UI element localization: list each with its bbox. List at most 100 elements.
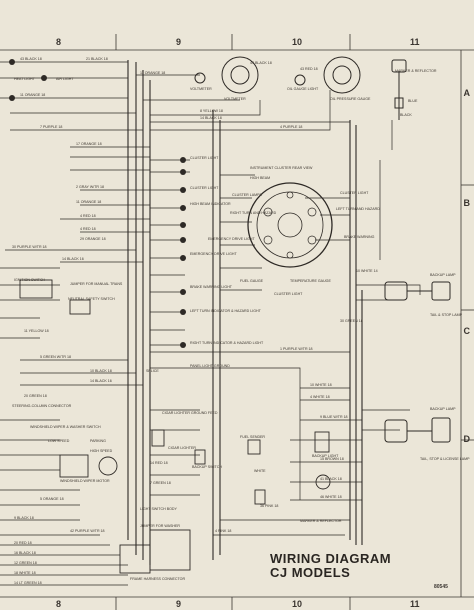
wire-label: 10 BLACK 18 — [90, 369, 112, 373]
heat-light-label: HEAT LIGHT — [14, 77, 35, 81]
oil-pressure-gauge — [323, 56, 361, 94]
backup-lamp-top-label: BACKUP LAMP — [430, 273, 456, 277]
wire-label: 42 PURPLE W/TR 18 — [70, 529, 105, 533]
cigar-lighter — [151, 429, 165, 447]
panel-light-ground-label: PANEL LIGHT GROUND — [190, 364, 230, 368]
wire-label: 5 ORANGE 18 — [40, 497, 64, 501]
diagram-title: WIRING DIAGRAM CJ MODELS — [270, 552, 391, 580]
harness-trunks — [127, 60, 363, 565]
light-switch-body — [149, 529, 191, 571]
grid-col-10: 10 — [292, 37, 303, 47]
backup-lamp-bottom-label: BACKUP LAMP — [430, 407, 456, 411]
wiper-switch — [59, 454, 89, 478]
air-light-label: AIR LIGHT — [56, 77, 74, 81]
wire-label: 9 BLUE W/TR 18 — [320, 415, 348, 419]
wire-label: 18 WHITE 18 — [14, 571, 36, 575]
wire-label: 11 ORANGE 18 — [76, 200, 102, 204]
backup-switch — [194, 449, 206, 465]
marker-reflector-top — [391, 59, 407, 120]
wire-label: 43 BLACK 18 — [20, 57, 42, 61]
wire-label: 17 ORANGE 18 — [76, 142, 102, 146]
diagram-title-line2: CJ MODELS — [270, 565, 351, 580]
wiper-motor — [98, 456, 118, 476]
wire-label: 30 PURPLE W/TR 18 — [12, 245, 47, 249]
oil-gauge-light-label: OIL GAUGE LIGHT — [287, 87, 319, 91]
white-label: WHITE — [254, 469, 266, 473]
wire-label: 11 ORANGE 18 — [20, 93, 46, 97]
cigar-lighter-label: CIGAR LIGHTER — [168, 446, 196, 450]
wire-label: 44 BLACK 18 — [250, 61, 272, 65]
oil-gauge-light — [294, 74, 306, 86]
instrument-cluster-label: INSTRUMENT CLUSTER REAR VIEW — [250, 166, 313, 170]
grid-col-9: 9 — [176, 37, 182, 47]
grid-row-d: D — [463, 434, 471, 444]
marker-reflector-bottom-label: MARKER & REFLECTOR — [300, 519, 342, 523]
right-turn-label: RIGHT TURN AND HAZARD — [230, 211, 277, 215]
grid-col-11: 11 — [410, 37, 420, 47]
parking-label: PARKING — [90, 439, 106, 443]
wire-label: 4 WHITE 18 — [310, 395, 330, 399]
steering-column-label: STEERING-COLUMN CONNECTOR — [12, 404, 72, 408]
ignition-switch-label: IGNITION SWITCH — [14, 278, 46, 282]
wire-label: 8 YELLOW 18 — [200, 109, 223, 113]
grid-row-a: A — [463, 88, 471, 98]
wire-label: 41 BLACK 18 — [320, 477, 342, 481]
wire-label: 7 GREEN 18 — [150, 481, 171, 485]
voltmeter-light — [194, 72, 206, 84]
grid-row-c: C — [463, 326, 471, 336]
wire-label: 12 GREEN 18 — [14, 561, 37, 565]
black-label: BLACK — [400, 113, 412, 117]
wire-label: 10 WHITE 14 — [356, 269, 378, 273]
wire-label: 30 GREEN 18 — [340, 319, 363, 323]
brake-warning-label: BRAKE WARNING — [344, 235, 375, 239]
wire-label: 14 BLACK 18 — [200, 116, 222, 120]
frame-harness-block — [119, 544, 151, 574]
jumper-washer-label: JUMPER FOR WASHER — [140, 524, 180, 528]
brake-warning-light-label: BRAKE WARNING LIGHT — [190, 285, 232, 289]
wire-label: 1 PURPLE W/TR 18 — [280, 347, 313, 351]
cluster-light-3-label: CLUSTER LIGHT — [340, 191, 369, 195]
fuel-sender-label: FUEL SENDER — [240, 435, 266, 439]
high-beam-indicator-label: HIGH BEAM INDICATOR — [190, 202, 231, 206]
wire-label: 4 PURPLE 18 — [280, 125, 303, 129]
instrument-cluster — [247, 182, 333, 268]
wire-label: 9 BLACK 18 — [14, 516, 34, 520]
wire-label: 46 WHITE 18 — [320, 495, 342, 499]
wire-label: 36 PINK 18 — [260, 504, 279, 508]
neutral-safety-label: NEUTRAL SAFETY SWITCH — [68, 297, 115, 301]
wire-label: 4 RED 18 — [80, 227, 96, 231]
voltmeter-light-label: VOLTMETER — [190, 87, 212, 91]
grid-row-b: B — [463, 198, 471, 208]
voltmeter-gauge — [221, 56, 259, 94]
emergency-drive-left-label: EMERGENCY DRIVE LIGHT — [190, 252, 237, 256]
wire-label: 20 GREEN 18 — [24, 394, 47, 398]
grid-col-9-bottom: 9 — [176, 599, 182, 609]
cluster-light-2-label: CLUSTER LIGHT — [190, 186, 219, 190]
emergency-drive-label: EMERGENCY DRIVE LIGHT — [208, 237, 255, 241]
wire-label: 4 RED 18 — [80, 214, 96, 218]
wire-label: 15 BROWN 18 — [320, 457, 344, 461]
temp-gauge-label: TEMPERATURE GAUGE — [290, 279, 331, 283]
wire-runs — [0, 61, 421, 586]
splice-label: SPLICE — [146, 369, 159, 373]
wire-label: 14 BLACK 16 — [62, 257, 84, 261]
wire-label: 11 YELLOW 18 — [24, 329, 49, 333]
windshield-motor-label: WINDSHIELD WIPER MOTOR — [60, 479, 110, 483]
ignition-switch-body — [19, 279, 53, 299]
lower-switches — [19, 279, 331, 574]
cluster-light-bottom-label: CLUSTER LIGHT — [274, 292, 303, 296]
wire-label: 5 GREEN W/TR 18 — [40, 355, 71, 359]
low-speed-label: LOW SPEED — [48, 439, 70, 443]
wire-label: 11 ORANGE 18 — [140, 71, 166, 75]
grid-col-8-bottom: 8 — [56, 599, 62, 609]
high-beam-label: HIGH BEAM — [250, 176, 271, 180]
grid-col-10-bottom: 10 — [292, 599, 303, 609]
wire-label: 21 BLACK 18 — [86, 57, 108, 61]
wire-label: 7 PURPLE 18 — [40, 125, 63, 129]
marker-reflector-top-label: MARKER & REFLECTOR — [395, 69, 437, 73]
backup-light-left-label: BACKUP LIGHT — [312, 454, 339, 458]
tail-stop-lamp-label: TAIL & STOP LAMP — [430, 313, 463, 317]
wire-label: 2 GRAY W/TR 18 — [76, 185, 105, 189]
right-turn-indicator-label: RIGHT TURN INDICATOR & HAZARD LIGHT — [190, 341, 264, 345]
